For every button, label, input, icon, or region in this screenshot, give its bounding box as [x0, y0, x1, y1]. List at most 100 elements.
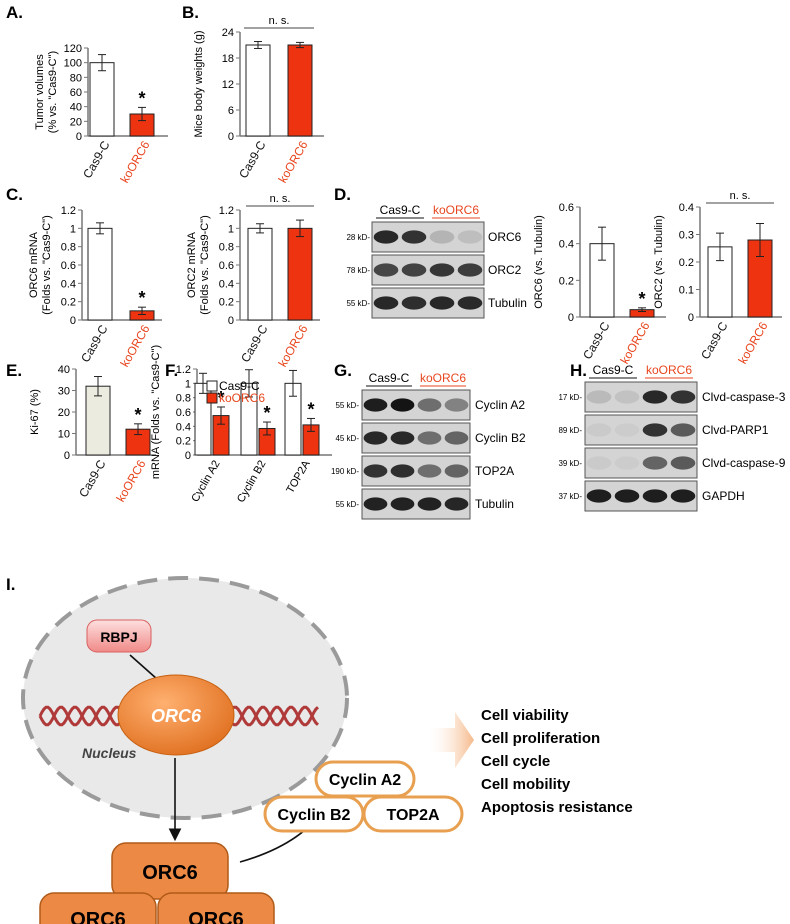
- orc6-complex-label-top: ORC6: [142, 862, 198, 884]
- y-axis-label: Ki-67 (%): [29, 389, 41, 435]
- y-axis-label-line: ORC6 mRNA: [28, 231, 40, 298]
- blot-band: [373, 296, 399, 310]
- panel-letter-d: D.: [334, 185, 351, 204]
- y-tick-label: 0: [688, 312, 694, 324]
- blot-band: [390, 398, 415, 412]
- bar-ko: [287, 44, 313, 137]
- blot-protein-label: Tubulin: [475, 497, 514, 511]
- cyclin-a2-label: Cyclin A2: [329, 772, 401, 789]
- blot-band: [444, 431, 469, 445]
- blot-band: [417, 497, 442, 511]
- y-tick-label: 0.2: [61, 297, 76, 309]
- y-tick-label: 1: [228, 223, 234, 235]
- y-axis-label-line: ORC6 (vs. Tubulin): [533, 215, 545, 309]
- blot-band: [614, 423, 640, 437]
- significance-star: *: [217, 388, 224, 408]
- y-tick-label: 0.3: [679, 230, 694, 242]
- blot-protein-label: GAPDH: [702, 489, 745, 503]
- y-axis-label-line: Tumor volumes: [34, 54, 46, 130]
- blot-band: [429, 263, 455, 277]
- orc6-nuclear-node: [117, 674, 235, 756]
- y-tick-label: 0.2: [679, 257, 694, 269]
- top2a-node: [362, 795, 464, 833]
- y-axis-label-line: Ki-67 (%): [29, 389, 41, 435]
- y-tick-label: 80: [70, 72, 82, 84]
- blot-band: [363, 398, 388, 412]
- y-tick-label: 0.1: [679, 285, 694, 297]
- x-tick-label: Cas9-C: [80, 138, 113, 181]
- y-axis-label-line: ORC2 mRNA: [186, 231, 198, 298]
- mechanism-diagram: RBPJ ORC6 Nucleus ORC6 ORC6 ORC6 Cyclin …: [21, 576, 633, 924]
- outcome-cell-proliferation: Cell proliferation: [481, 730, 600, 747]
- y-tick-label: 0: [228, 131, 234, 143]
- blot-protein-label: ORC2: [488, 263, 522, 277]
- blot-protein-label: Cyclin A2: [475, 398, 525, 412]
- blot-marker: 55 kD-: [335, 401, 359, 410]
- y-tick-label: 0: [568, 312, 574, 324]
- orc6-complex-node-right: [157, 892, 275, 924]
- rbpj-label: RBPJ: [100, 629, 137, 645]
- y-axis-label: ORC2 mRNA(Folds vs. "Cas9-C"): [186, 215, 211, 315]
- panel-letter-b: B.: [182, 3, 199, 22]
- legend-label-control: Cas9-C: [219, 379, 260, 393]
- blot-group-ko: koORC6: [433, 203, 479, 217]
- blot-band: [429, 230, 455, 244]
- x-tick-label: Cas9-C: [580, 319, 613, 362]
- blot-marker: 17 kD-: [558, 393, 582, 402]
- outcome-cell-viability: Cell viability: [481, 707, 569, 724]
- legend-swatch-control: [206, 380, 218, 392]
- y-tick-label: 1.2: [176, 364, 191, 376]
- blot-protein-label: Clvd-PARP1: [702, 423, 769, 437]
- y-tick-label: 120: [64, 43, 82, 55]
- blot-band: [417, 464, 442, 478]
- blot-band: [401, 263, 427, 277]
- dna-helix: [38, 705, 320, 727]
- y-tick-label: 0.6: [61, 260, 76, 272]
- blot-band: [363, 431, 388, 445]
- y-tick-label: 10: [58, 429, 70, 441]
- ns-label: n. s.: [270, 193, 291, 205]
- significance-star: *: [307, 399, 314, 419]
- y-tick-label: 1: [185, 378, 191, 390]
- y-axis-label: mRNA (Folds vs. "Cas9-C"): [150, 345, 162, 479]
- blot-group-control: Cas9-C: [593, 363, 634, 377]
- x-tick-label: Cyclin B2: [235, 459, 269, 505]
- blot-band: [417, 398, 442, 412]
- y-tick-label: 0: [185, 450, 191, 462]
- panel-letter-i: I.: [6, 575, 15, 594]
- blot-marker: 45 kD-: [335, 434, 359, 443]
- blot-protein-label: Tubulin: [488, 296, 527, 310]
- y-axis-label: ORC2 (vs. Tubulin): [653, 215, 665, 309]
- panel-letter-e: E.: [6, 361, 22, 380]
- significance-star: *: [134, 405, 141, 425]
- x-tick-label: koORC6: [735, 319, 770, 366]
- legend-swatch-ko: [206, 392, 218, 404]
- blot-marker: 89 kD-: [558, 426, 582, 435]
- dna-strand: [226, 705, 320, 727]
- y-axis-label-line: (Folds vs. "Cas9-C"): [199, 215, 211, 315]
- y-tick-label: 1.2: [219, 205, 234, 217]
- y-tick-label: 0.8: [176, 393, 191, 405]
- y-axis-label: Tumor volumes(% vs. "Cas9-C"): [34, 51, 59, 133]
- bar-control: [245, 44, 271, 137]
- blot-band: [586, 390, 612, 404]
- y-tick-label: 0.4: [176, 421, 191, 433]
- x-tick-label: Cas9-C: [698, 319, 731, 362]
- dna-strand: [226, 705, 320, 727]
- y-tick-label: 0.4: [61, 278, 76, 290]
- y-tick-label: 0.4: [679, 202, 694, 214]
- x-tick-label: koORC6: [117, 322, 152, 369]
- blot-band: [373, 263, 399, 277]
- y-tick-label: 0.2: [176, 436, 191, 448]
- x-tick-label: Cas9-C: [238, 322, 271, 365]
- y-tick-label: 20: [58, 407, 70, 419]
- blot-band: [614, 390, 640, 404]
- blot-protein-label: Clvd-caspase-3: [702, 390, 786, 404]
- cyclin-b2-label: Cyclin B2: [278, 807, 351, 824]
- blot-protein-label: Clvd-caspase-9: [702, 456, 786, 470]
